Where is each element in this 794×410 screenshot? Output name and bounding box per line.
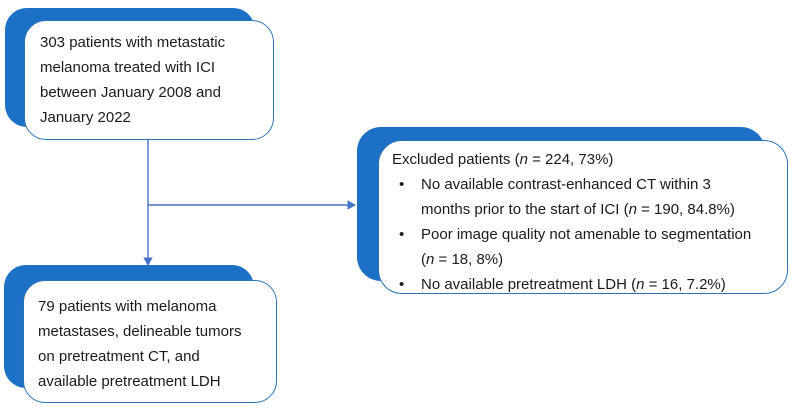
- final-text-line: 79 patients with melanoma: [38, 298, 217, 315]
- excluded-bullet-3: • No available pretreatment LDH (n = 16,…: [392, 272, 779, 297]
- enrolled-box: 303 patients with metastatic melanoma tr…: [24, 20, 274, 140]
- excluded-title: Excluded patients (n = 224, 73%): [392, 147, 779, 172]
- final-box: 79 patients with melanoma metastases, de…: [23, 280, 277, 403]
- bullet-icon: •: [399, 276, 405, 293]
- excluded-bullet-2-text: Poor image quality not amenable to segme…: [421, 226, 752, 268]
- arrow-right-icon: [347, 200, 356, 210]
- enrolled-text-line: 303 patients with metastatic: [40, 34, 226, 51]
- final-text-line: on pretreatment CT, and: [38, 348, 200, 365]
- excluded-bullet-1-text: No available contrast-enhanced CT within…: [421, 176, 735, 218]
- bullet-icon: •: [399, 176, 405, 193]
- enrolled-text-line: January 2022: [40, 109, 131, 126]
- excluded-bullet-1: • No available contrast-enhanced CT with…: [392, 172, 779, 222]
- excluded-title-text: Excluded patients (: [392, 151, 520, 168]
- final-text-line: metastases, delineable tumors: [38, 323, 242, 340]
- excluded-bullet-2: • Poor image quality not amenable to seg…: [392, 222, 779, 272]
- enrolled-text-line: melanoma treated with ICI: [40, 59, 216, 76]
- excluded-title-text: = 224, 73%): [527, 151, 614, 168]
- final-text-line: available pretreatment LDH: [38, 373, 221, 390]
- excluded-title-n: n: [519, 151, 528, 168]
- enrolled-text-line: between January 2008 and: [40, 84, 221, 101]
- excluded-bullet-3-text: No available pretreatment LDH (n = 16, 7…: [421, 276, 726, 293]
- excluded-box: Excluded patients (n = 224, 73%) • No av…: [378, 140, 788, 294]
- bullet-icon: •: [399, 226, 405, 243]
